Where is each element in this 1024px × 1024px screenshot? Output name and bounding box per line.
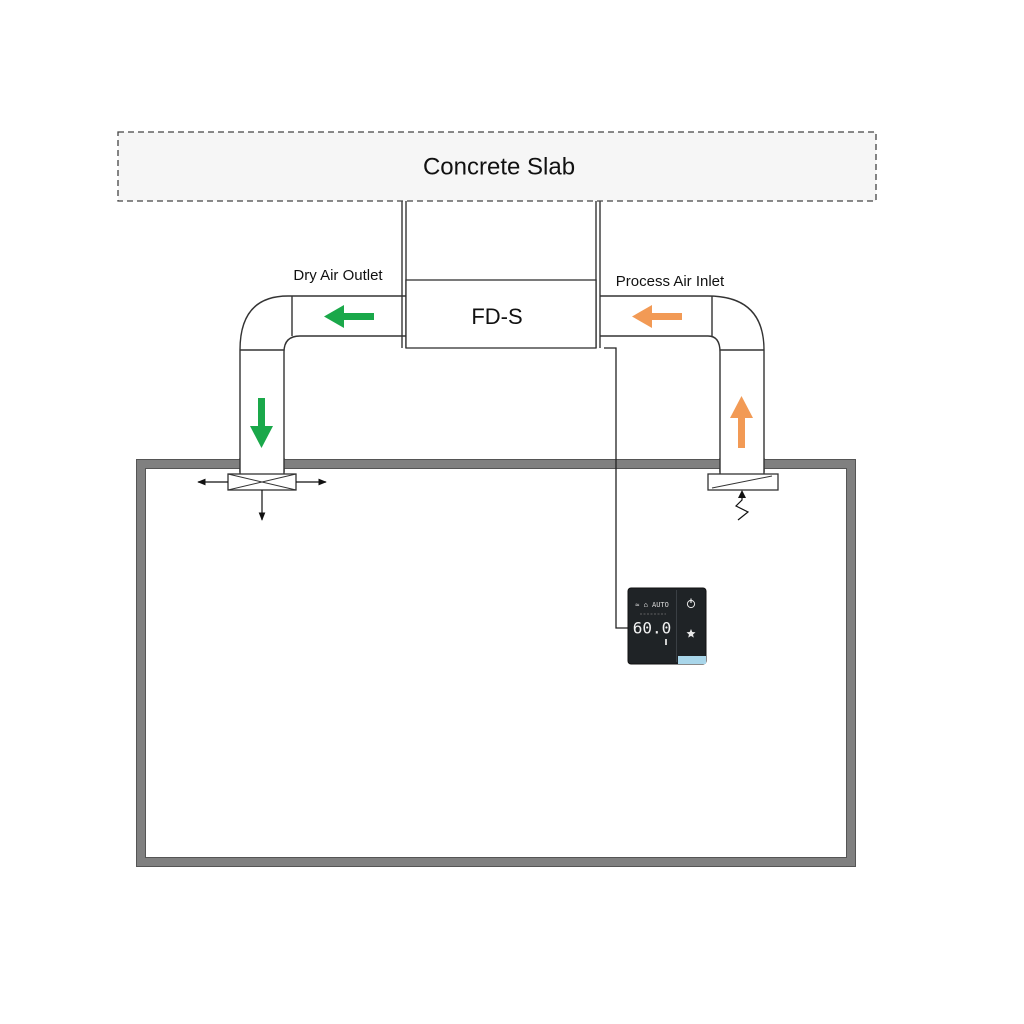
controller-status-text: ≈ ⌂ AUTO	[635, 601, 669, 609]
process-air-arrow-up	[730, 396, 753, 448]
process-air-inlet-label: Process Air Inlet	[616, 273, 725, 290]
dry-air-arrow-left	[324, 305, 374, 328]
supply-diffuser	[197, 473, 327, 521]
fd-s-label: FD-S	[471, 304, 522, 329]
dry-air-outlet-label: Dry Air Outlet	[293, 267, 383, 284]
star-icon[interactable]	[686, 629, 696, 638]
dry-air-outlet-duct	[239, 295, 406, 472]
return-grille	[707, 473, 779, 521]
process-air-arrow-left	[632, 305, 682, 328]
wall-controller: ≈ ⌂ AUTO 60.0	[627, 587, 707, 665]
concrete-slab-label: Concrete Slab	[423, 153, 575, 180]
process-air-inlet-duct	[600, 295, 765, 472]
concrete-slab: Concrete Slab	[117, 131, 877, 202]
controller-reading: 60.0	[633, 619, 672, 638]
duct-drops	[239, 458, 765, 474]
control-wire	[604, 347, 630, 629]
room-walls	[136, 459, 856, 867]
fd-s-unit: FD-S	[405, 279, 597, 349]
dry-air-arrow-down	[250, 398, 273, 448]
power-icon[interactable]	[686, 598, 696, 609]
